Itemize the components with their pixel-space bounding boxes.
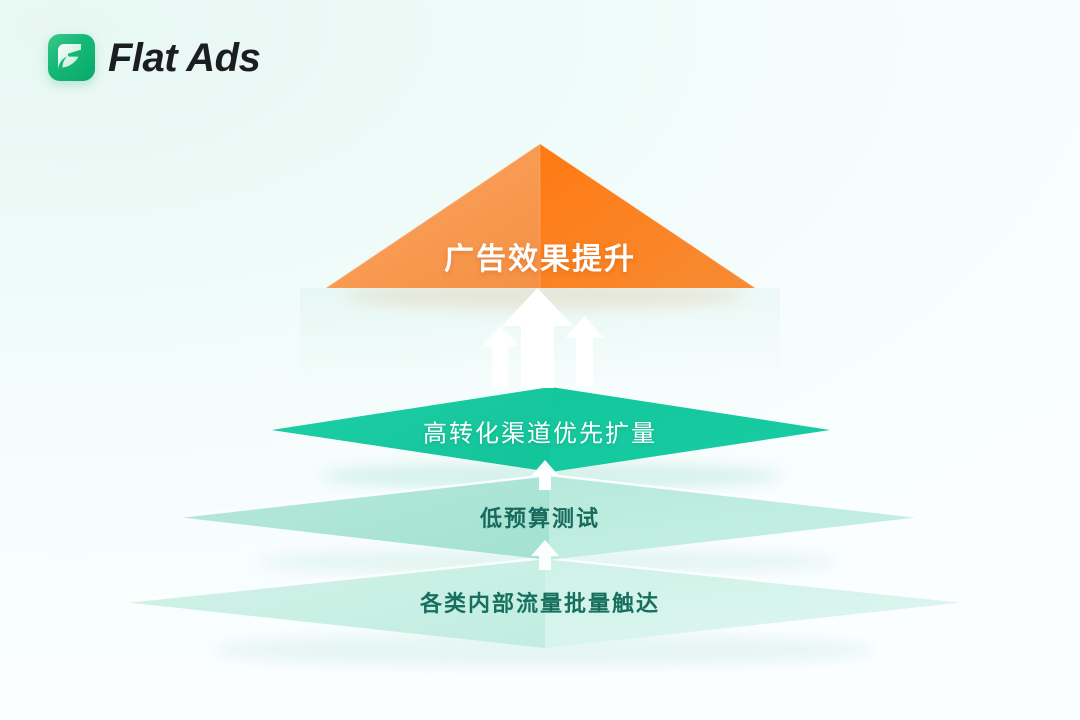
pyramid-layer-4 bbox=[124, 556, 966, 648]
arrow-right-small-icon bbox=[565, 316, 604, 386]
arrow-l3-to-l2-icon bbox=[531, 460, 559, 490]
arrow-l4-to-l3-icon bbox=[531, 540, 559, 570]
shadow-layer-4 bbox=[215, 634, 875, 666]
brand-logo: Flat Ads bbox=[48, 34, 261, 81]
arrow-center-big-icon bbox=[502, 288, 573, 388]
pyramid-layer-2 bbox=[272, 387, 830, 472]
arrow-left-small-icon-core bbox=[483, 326, 518, 386]
pyramid-layer-1 bbox=[325, 143, 756, 289]
brand-name: Flat Ads bbox=[108, 35, 261, 80]
flatads-leaf-logo-icon bbox=[48, 34, 95, 81]
